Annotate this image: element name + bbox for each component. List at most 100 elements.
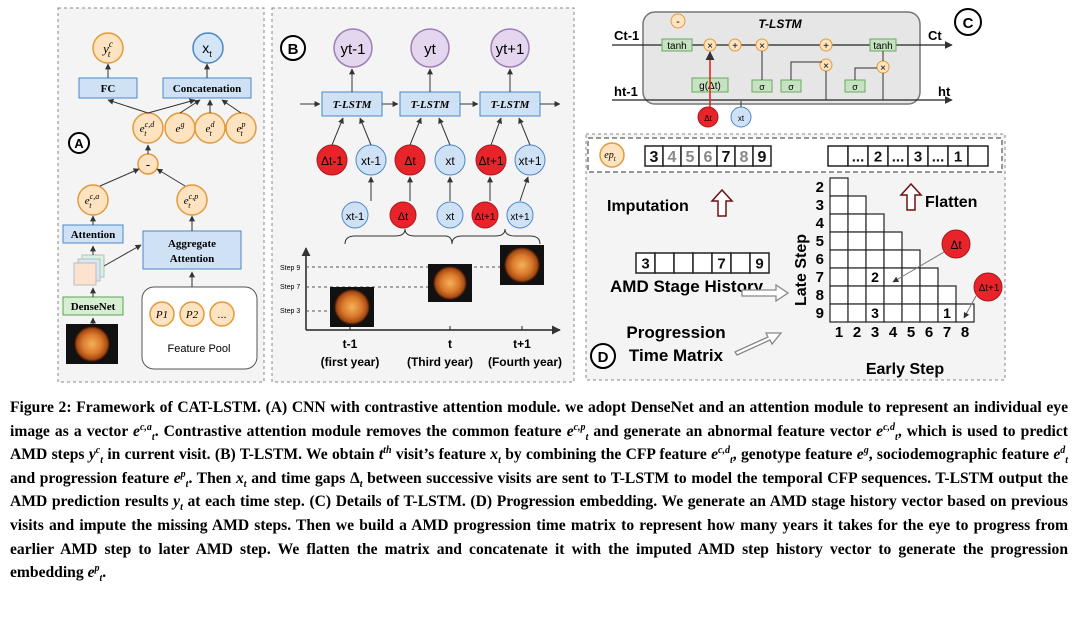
early-step-label: Early Step bbox=[866, 361, 944, 378]
history-step-cell bbox=[730, 252, 751, 274]
flattened-value: ... bbox=[892, 148, 905, 165]
matrix-cell bbox=[847, 231, 867, 251]
matrix-cell bbox=[829, 249, 849, 269]
delta-t-marker bbox=[941, 229, 971, 259]
matrix-cell bbox=[919, 285, 939, 305]
panel-a-badge-label: A bbox=[74, 136, 84, 151]
matrix-row-label: 7 bbox=[816, 269, 824, 286]
matrix-cell bbox=[883, 285, 903, 305]
output-y-next-label: yt+1 bbox=[496, 41, 525, 58]
flattened-value: 3 bbox=[914, 148, 922, 165]
pool-item-p2-label: P2 bbox=[185, 309, 199, 321]
x-input-label: xt bbox=[738, 114, 745, 123]
matrix-row-label: 2 bbox=[816, 179, 824, 196]
history-step-cell bbox=[692, 252, 713, 274]
eg-label: eg bbox=[176, 120, 185, 135]
pool-item-p1-label: P1 bbox=[155, 309, 168, 321]
matrix-col-label: 5 bbox=[907, 324, 915, 341]
x-curr-bottom-node bbox=[436, 201, 464, 229]
delta-curr-label: Δt bbox=[404, 154, 416, 168]
matrix-col-label: 1 bbox=[835, 324, 843, 341]
panel-d-badge-label: D bbox=[598, 349, 609, 366]
subtract-label: - bbox=[146, 157, 150, 172]
panel-d-badge bbox=[590, 343, 616, 369]
panel-c-badge-label: C bbox=[963, 15, 974, 32]
tlstm-detail-title: T-LSTM bbox=[758, 17, 802, 31]
tlstm-cell-prev-label: T-LSTM bbox=[333, 99, 373, 111]
matrix-cell bbox=[847, 249, 867, 269]
flattened-value: ... bbox=[932, 148, 945, 165]
matrix-label-1: Progression bbox=[626, 323, 725, 342]
history-step-cell bbox=[673, 252, 694, 274]
imputed-step-value: 3 bbox=[650, 149, 659, 166]
imputed-step-value: 6 bbox=[704, 149, 713, 166]
fc-label: FC bbox=[101, 83, 116, 95]
late-step-label: Late Step bbox=[793, 234, 810, 306]
matrix-cell bbox=[829, 213, 849, 233]
history-to-matrix-arrow bbox=[741, 283, 790, 303]
matrix-cell bbox=[865, 231, 885, 251]
delta-input-label: Δt bbox=[704, 114, 712, 123]
matrix-cell bbox=[865, 249, 885, 269]
panel-b-badge-label: B bbox=[288, 41, 299, 58]
svg-text:×: × bbox=[707, 41, 713, 52]
matrix-input-arrow bbox=[734, 332, 783, 356]
matrix-cell bbox=[829, 303, 849, 323]
step-3-label: Step 3 bbox=[280, 308, 300, 315]
output-y-prev-label: yt-1 bbox=[340, 41, 365, 58]
svg-text:×: × bbox=[880, 63, 886, 74]
sigma-gate-1-label: σ bbox=[759, 82, 765, 92]
flattened-cell bbox=[827, 145, 849, 167]
feature-pool-label: Feature Pool bbox=[168, 343, 231, 355]
aggregate-attention-box bbox=[142, 230, 242, 270]
feature-maps-stack bbox=[73, 254, 105, 286]
tlstm-cell-curr-label: T-LSTM bbox=[411, 99, 451, 111]
delta-next-label: Δt+1 bbox=[478, 154, 503, 168]
x-next-bottom-node bbox=[506, 201, 534, 229]
time-label-next: t+1 bbox=[513, 337, 531, 351]
h-next-label: ht bbox=[938, 84, 951, 99]
imputed-step-value: 9 bbox=[758, 149, 767, 166]
matrix-row-label: 5 bbox=[816, 233, 824, 250]
svg-text:×: × bbox=[823, 61, 829, 72]
xt-output-node bbox=[192, 32, 224, 64]
yc-output-node bbox=[92, 32, 124, 64]
eca-node bbox=[77, 184, 109, 216]
delta-prev-label: Δt-1 bbox=[321, 154, 343, 168]
panel-c: C T-LSTM Ct-1 Ct ht-1 ht tanh tanh - × +… bbox=[612, 8, 982, 128]
matrix-value: 1 bbox=[943, 305, 951, 321]
matrix-cell bbox=[829, 267, 849, 287]
pool-item-more bbox=[209, 301, 235, 327]
history-step-value: 9 bbox=[755, 255, 763, 272]
output-y-next bbox=[490, 28, 530, 68]
svg-text:×: × bbox=[759, 41, 765, 52]
output-nodes: yt-1 yt yt+1 bbox=[333, 28, 530, 68]
output-y-curr-label: yt bbox=[424, 41, 437, 58]
flattened-value: 2 bbox=[874, 148, 882, 165]
concatenation-label: Concatenation bbox=[173, 83, 241, 95]
aggregate-label-2: Attention bbox=[170, 253, 215, 265]
ep-embedding-node bbox=[599, 142, 625, 168]
x-curr-bottom-label: xt bbox=[446, 211, 455, 223]
matrix-col-label: 3 bbox=[871, 324, 879, 341]
matrix-col-label: 7 bbox=[943, 324, 951, 341]
tlstm-cell-curr bbox=[399, 91, 461, 117]
matrix-value: 2 bbox=[871, 269, 879, 285]
matrix-cell bbox=[883, 249, 903, 269]
matrix-cell bbox=[919, 303, 939, 323]
tlstm-cell-prev bbox=[321, 91, 383, 117]
matrix-row-label: 4 bbox=[816, 215, 825, 232]
matrix-row-label: 8 bbox=[816, 287, 824, 304]
minus-op-label: - bbox=[676, 16, 680, 28]
tlstm-cell-next bbox=[479, 91, 541, 117]
